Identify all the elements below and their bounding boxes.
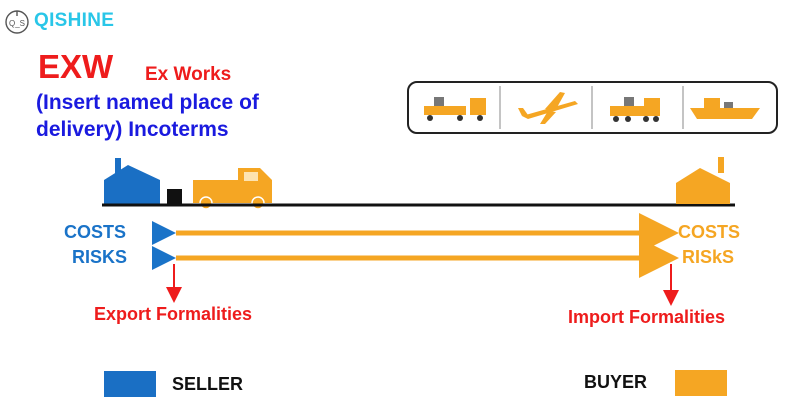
import-formalities-label: Import Formalities — [568, 307, 726, 327]
airplane-icon — [518, 92, 578, 124]
ship-icon — [690, 98, 760, 119]
pickup-truck-icon — [193, 168, 272, 210]
seller-factory-icon — [104, 158, 160, 205]
buyer-risks-label: RISkS — [682, 247, 735, 267]
train-icon — [610, 97, 660, 122]
incoterm-description: (Insert named place of delivery) Incoter… — [36, 91, 259, 141]
buyer-legend-swatch — [675, 370, 727, 396]
export-formalities-label: Export Formalities — [94, 304, 253, 324]
buyer-warehouse-icon — [676, 157, 730, 204]
transport-modes-panel — [407, 81, 778, 134]
cargo-box-icon — [167, 189, 182, 205]
brand-name: QISHINE — [34, 10, 115, 31]
incoterm-name: Ex Works — [145, 64, 232, 85]
qishine-logo-icon: Q_S — [5, 10, 29, 34]
seller-legend-swatch — [104, 371, 156, 397]
incoterm-code: EXW — [38, 48, 114, 85]
truck-icon — [424, 97, 486, 121]
seller-costs-label: COSTS — [64, 222, 127, 242]
svg-text:Q_S: Q_S — [9, 19, 25, 28]
brand: Q_S QISHINE — [4, 8, 114, 34]
buyer-legend-label: BUYER — [584, 372, 648, 392]
seller-legend-label: SELLER — [172, 374, 244, 394]
buyer-costs-label: COSTS — [678, 222, 741, 242]
seller-risks-label: RISKS — [72, 247, 128, 267]
